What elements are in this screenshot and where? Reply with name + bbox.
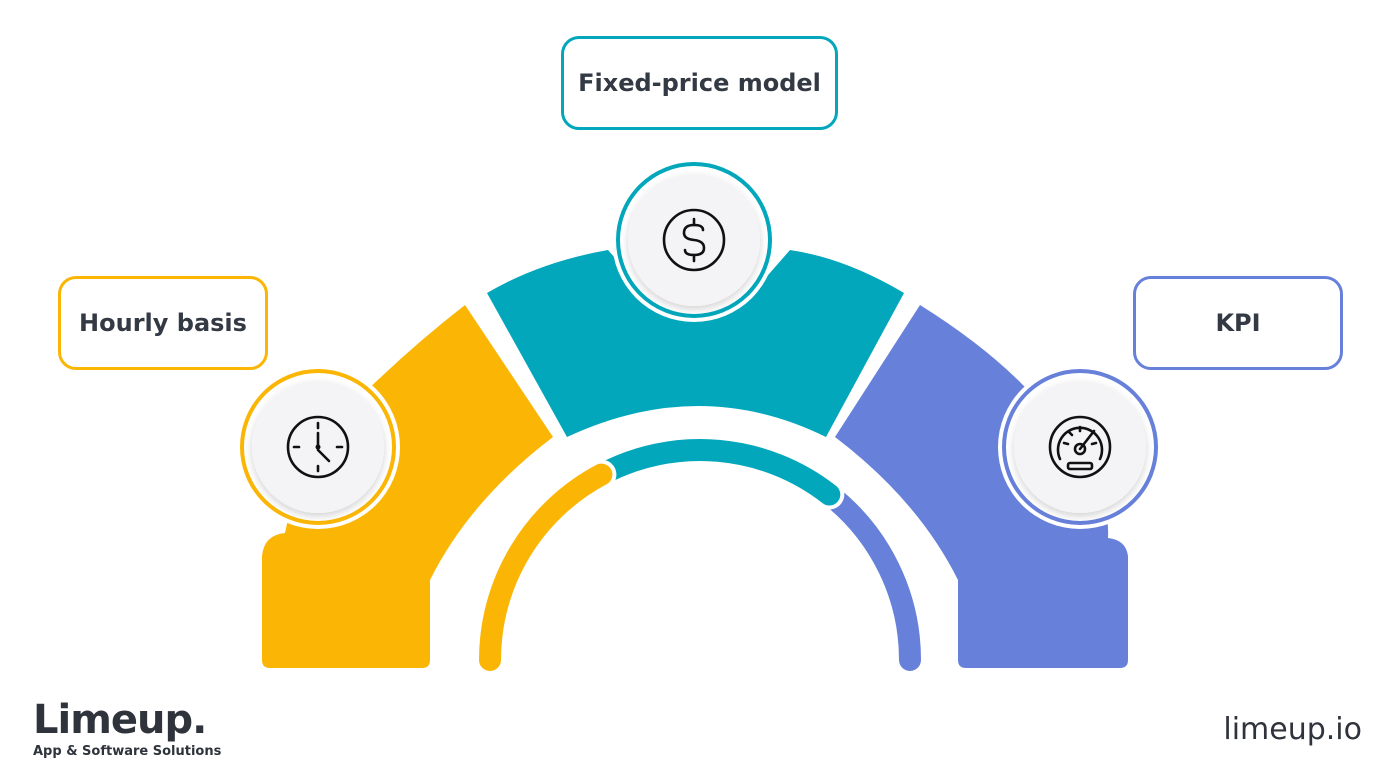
label-hourly-basis: Hourly basis <box>58 276 268 370</box>
icon-circles <box>236 158 1162 529</box>
limeup-logo: Limeup. App & Software Solutions <box>33 698 221 759</box>
outer-segment-2 <box>835 305 1128 668</box>
inner-ring <box>475 435 925 675</box>
outer-ring <box>262 250 1128 668</box>
speedometer-icon <box>1048 415 1112 479</box>
clock-icon <box>286 415 350 479</box>
inner-arc-1 <box>590 439 841 506</box>
logo-name: Limeup. <box>33 697 207 743</box>
logo-tagline: App & Software Solutions <box>33 744 222 759</box>
dollar-icon <box>662 208 726 272</box>
inner-arc-2 <box>479 463 613 671</box>
speedometer-icon-badge <box>998 365 1162 529</box>
inner-arc-0 <box>818 483 921 671</box>
outer-segment-1 <box>487 250 904 437</box>
outer-segment-0 <box>262 305 553 668</box>
clock-icon-badge <box>236 365 400 529</box>
label-kpi: KPI <box>1133 276 1343 370</box>
dollar-icon-badge <box>612 158 776 322</box>
site-url: limeup.io <box>1223 712 1362 747</box>
label-fixed-price-model: Fixed-price model <box>561 36 838 130</box>
